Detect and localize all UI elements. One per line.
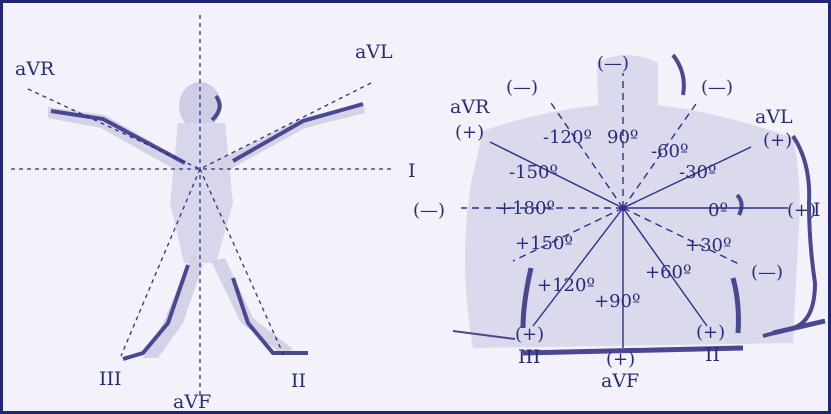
axis-avl-positive: [622, 146, 752, 209]
right-leg-shadow: [122, 264, 190, 361]
right-lead-labels: aVR aVL I III II aVF: [450, 96, 821, 392]
figure-left-leg: [211, 258, 293, 355]
right-label-iii: III: [518, 346, 541, 368]
right-label-avl: aVL: [755, 106, 793, 128]
angle-120: +120º: [537, 275, 595, 296]
left-label-ii: II: [291, 370, 306, 392]
right-label-avr: aVR: [450, 96, 490, 118]
axis-avr-positive: [489, 141, 624, 209]
left-lead-labels: aVR aVL I III II aVF: [15, 41, 416, 411]
pole-plus-avl: (+): [763, 130, 792, 151]
axis-center: [620, 205, 626, 211]
axis-avl-negative: [512, 207, 624, 262]
left-arm-shadow: [232, 102, 364, 163]
lead-iii-axis: [120, 168, 201, 357]
left-label-avl: aVL: [355, 41, 393, 63]
angle-180: +180º: [497, 198, 555, 219]
angle-neg120: -120º: [543, 127, 592, 148]
right-label-avf: aVF: [601, 370, 639, 392]
angle-neg60: -60º: [651, 141, 688, 162]
waist-shadow: [522, 345, 744, 356]
left-leg-shadow: [231, 277, 308, 355]
axis-avr-negative: [622, 207, 742, 266]
pole-plus-avr: (+): [455, 122, 484, 143]
pole-minus-top-right: (—): [701, 77, 733, 98]
pole-minus-right: (—): [751, 262, 783, 283]
angle-0: 0º: [708, 200, 728, 221]
angle-labels: -120º 90º -60º -30º -150º +180º 0º +150º…: [497, 127, 731, 312]
neck-shadow: [671, 53, 686, 96]
pole-plus-iii: (+): [515, 324, 544, 345]
angle-150: +150º: [515, 233, 573, 254]
left-label-avf: aVF: [173, 391, 211, 411]
figure-left-arm: [217, 103, 365, 173]
left-hip-line: [452, 330, 516, 340]
right-flank-shadow: [730, 277, 741, 334]
angle-neg150: -150º: [509, 162, 558, 183]
left-label-i: I: [408, 160, 416, 182]
figure-torso: [170, 123, 233, 263]
lead-ii-axis: [199, 168, 286, 359]
diagram-canvas: aVR aVL I III II aVF (—) (—): [11, 15, 826, 411]
pole-plus-lead-i: (+): [787, 200, 816, 221]
figure-right-arm: [48, 107, 185, 173]
lead-avl-axis: [199, 82, 372, 170]
pole-minus-top-left: (—): [506, 77, 538, 98]
axis-lead-ii-negative: [550, 102, 624, 209]
body-figure: [48, 82, 365, 361]
right-label-ii: II: [705, 344, 720, 366]
torso-shape: [464, 55, 800, 348]
right-label-i: I: [813, 199, 821, 221]
hip-shadow: [772, 318, 826, 336]
heart-shadow: [735, 193, 744, 216]
right-arm-shadow: [50, 109, 186, 165]
axis-lead-iii-positive: [532, 207, 624, 327]
left-lead-lines: [11, 15, 393, 398]
torso-silhouette: [452, 53, 826, 356]
pole-minus-left: (—): [413, 200, 445, 221]
angle-neg30: -30º: [679, 162, 716, 183]
angle-neg90: 90º: [607, 127, 638, 148]
left-label-iii: III: [99, 368, 122, 390]
pole-markers: (—) (—) (—) (+) (+) (—) (+) (—) (+) (+) …: [413, 53, 816, 370]
left-label-avr: aVR: [15, 58, 55, 80]
pole-plus-avf: (+): [606, 349, 635, 370]
angle-30: +30º: [685, 235, 731, 256]
axis-lead-ii-positive: [622, 207, 708, 327]
angle-60: +60º: [645, 262, 691, 283]
pole-plus-ii: (+): [696, 322, 725, 343]
angle-90: +90º: [594, 291, 640, 312]
pole-minus-top: (—): [597, 53, 629, 74]
hexaxial-lines: [489, 141, 788, 348]
left-flank-shadow: [520, 267, 534, 329]
figure-ear-shadow: [210, 94, 222, 122]
hexaxial-lines-negative: [461, 73, 742, 266]
axis-lead-iii-negative: [622, 100, 699, 209]
torso-right-edge: [762, 134, 818, 338]
